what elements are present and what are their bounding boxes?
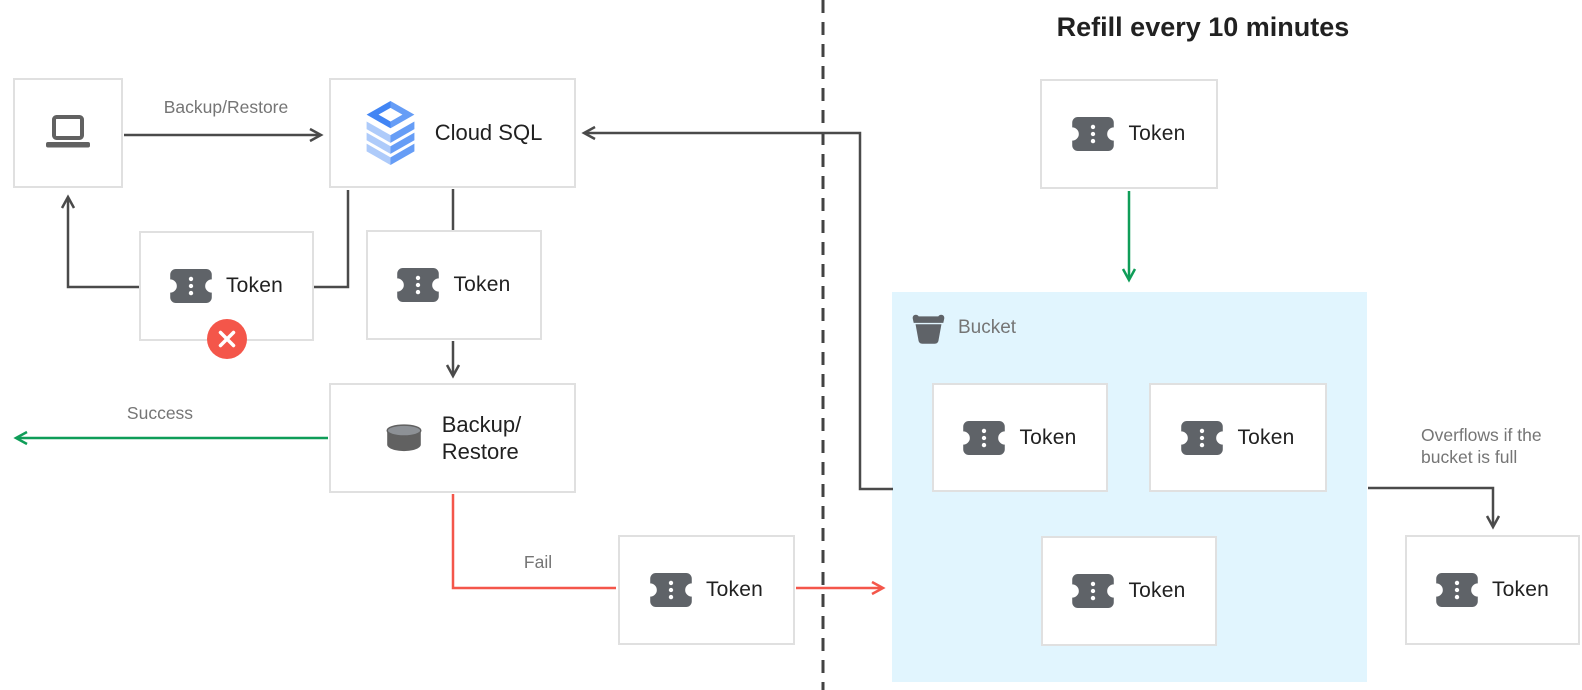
edge-label-overflow-line2: bucket is full <box>1421 447 1518 467</box>
token-label: Token <box>1019 425 1077 449</box>
token-label: Token <box>705 578 764 601</box>
edge-label-overflow: Overflows if the bucket is full <box>1421 424 1582 468</box>
client-node <box>13 78 123 188</box>
edge-fail <box>451 494 616 590</box>
token-node-refill: Token <box>1040 79 1218 189</box>
edge-label-fail: Fail <box>523 552 553 572</box>
token-node-fail: Token <box>618 535 795 645</box>
token-label: Token <box>1237 425 1295 449</box>
token-label: Token <box>453 273 511 296</box>
cloud-sql-node: Cloud SQL <box>329 78 576 188</box>
ticket-icon <box>963 420 1006 455</box>
ticket-icon <box>650 573 692 607</box>
bucket-icon <box>912 314 945 344</box>
token-node-bucket-1: Token <box>932 383 1108 492</box>
edge-label-overflow-line1: Overflows if the <box>1421 425 1542 445</box>
token-label: Token <box>1128 122 1186 145</box>
bucket-header: Bucket <box>910 312 1016 344</box>
error-badge <box>207 319 247 359</box>
backup-restore-label-line1: Backup/ <box>441 412 522 437</box>
laptop-icon <box>46 115 90 148</box>
ticket-icon <box>170 269 212 303</box>
token-node-queue: Token <box>366 230 542 340</box>
edge-token-rejected-to-cloudsql <box>313 190 350 289</box>
x-icon <box>207 319 247 359</box>
cloud-sql-icon <box>366 101 415 165</box>
token-node-overflow: Token <box>1405 535 1580 645</box>
ticket-icon <box>397 268 440 302</box>
backup-restore-label: Backup/ Restore <box>442 411 522 465</box>
token-node-bucket-3: Token <box>1041 536 1217 646</box>
edge-token-rejected-to-client <box>60 194 140 289</box>
ticket-icon <box>1072 574 1115 608</box>
ticket-icon <box>1436 573 1478 607</box>
edge-bucket-overflow <box>1368 486 1501 530</box>
backup-restore-node: Backup/ Restore <box>329 383 576 493</box>
token-label: Token <box>1128 579 1186 602</box>
token-node-bucket-2: Token <box>1149 383 1327 492</box>
bucket-label: Bucket <box>958 317 1017 338</box>
backup-restore-label-line2: Restore <box>441 439 519 464</box>
edge-label-backup-restore: Backup/Restore <box>163 97 289 117</box>
refill-title: Refill every 10 minutes <box>1056 12 1350 42</box>
cloud-sql-label: Cloud SQL <box>434 120 543 145</box>
edge-bucket-to-cloudsql <box>581 125 893 491</box>
database-icon <box>386 424 422 452</box>
edge-label-success: Success <box>126 403 194 423</box>
token-label: Token <box>225 274 284 297</box>
token-label: Token <box>1491 578 1550 601</box>
ticket-icon <box>1181 420 1224 455</box>
ticket-icon <box>1072 117 1115 151</box>
